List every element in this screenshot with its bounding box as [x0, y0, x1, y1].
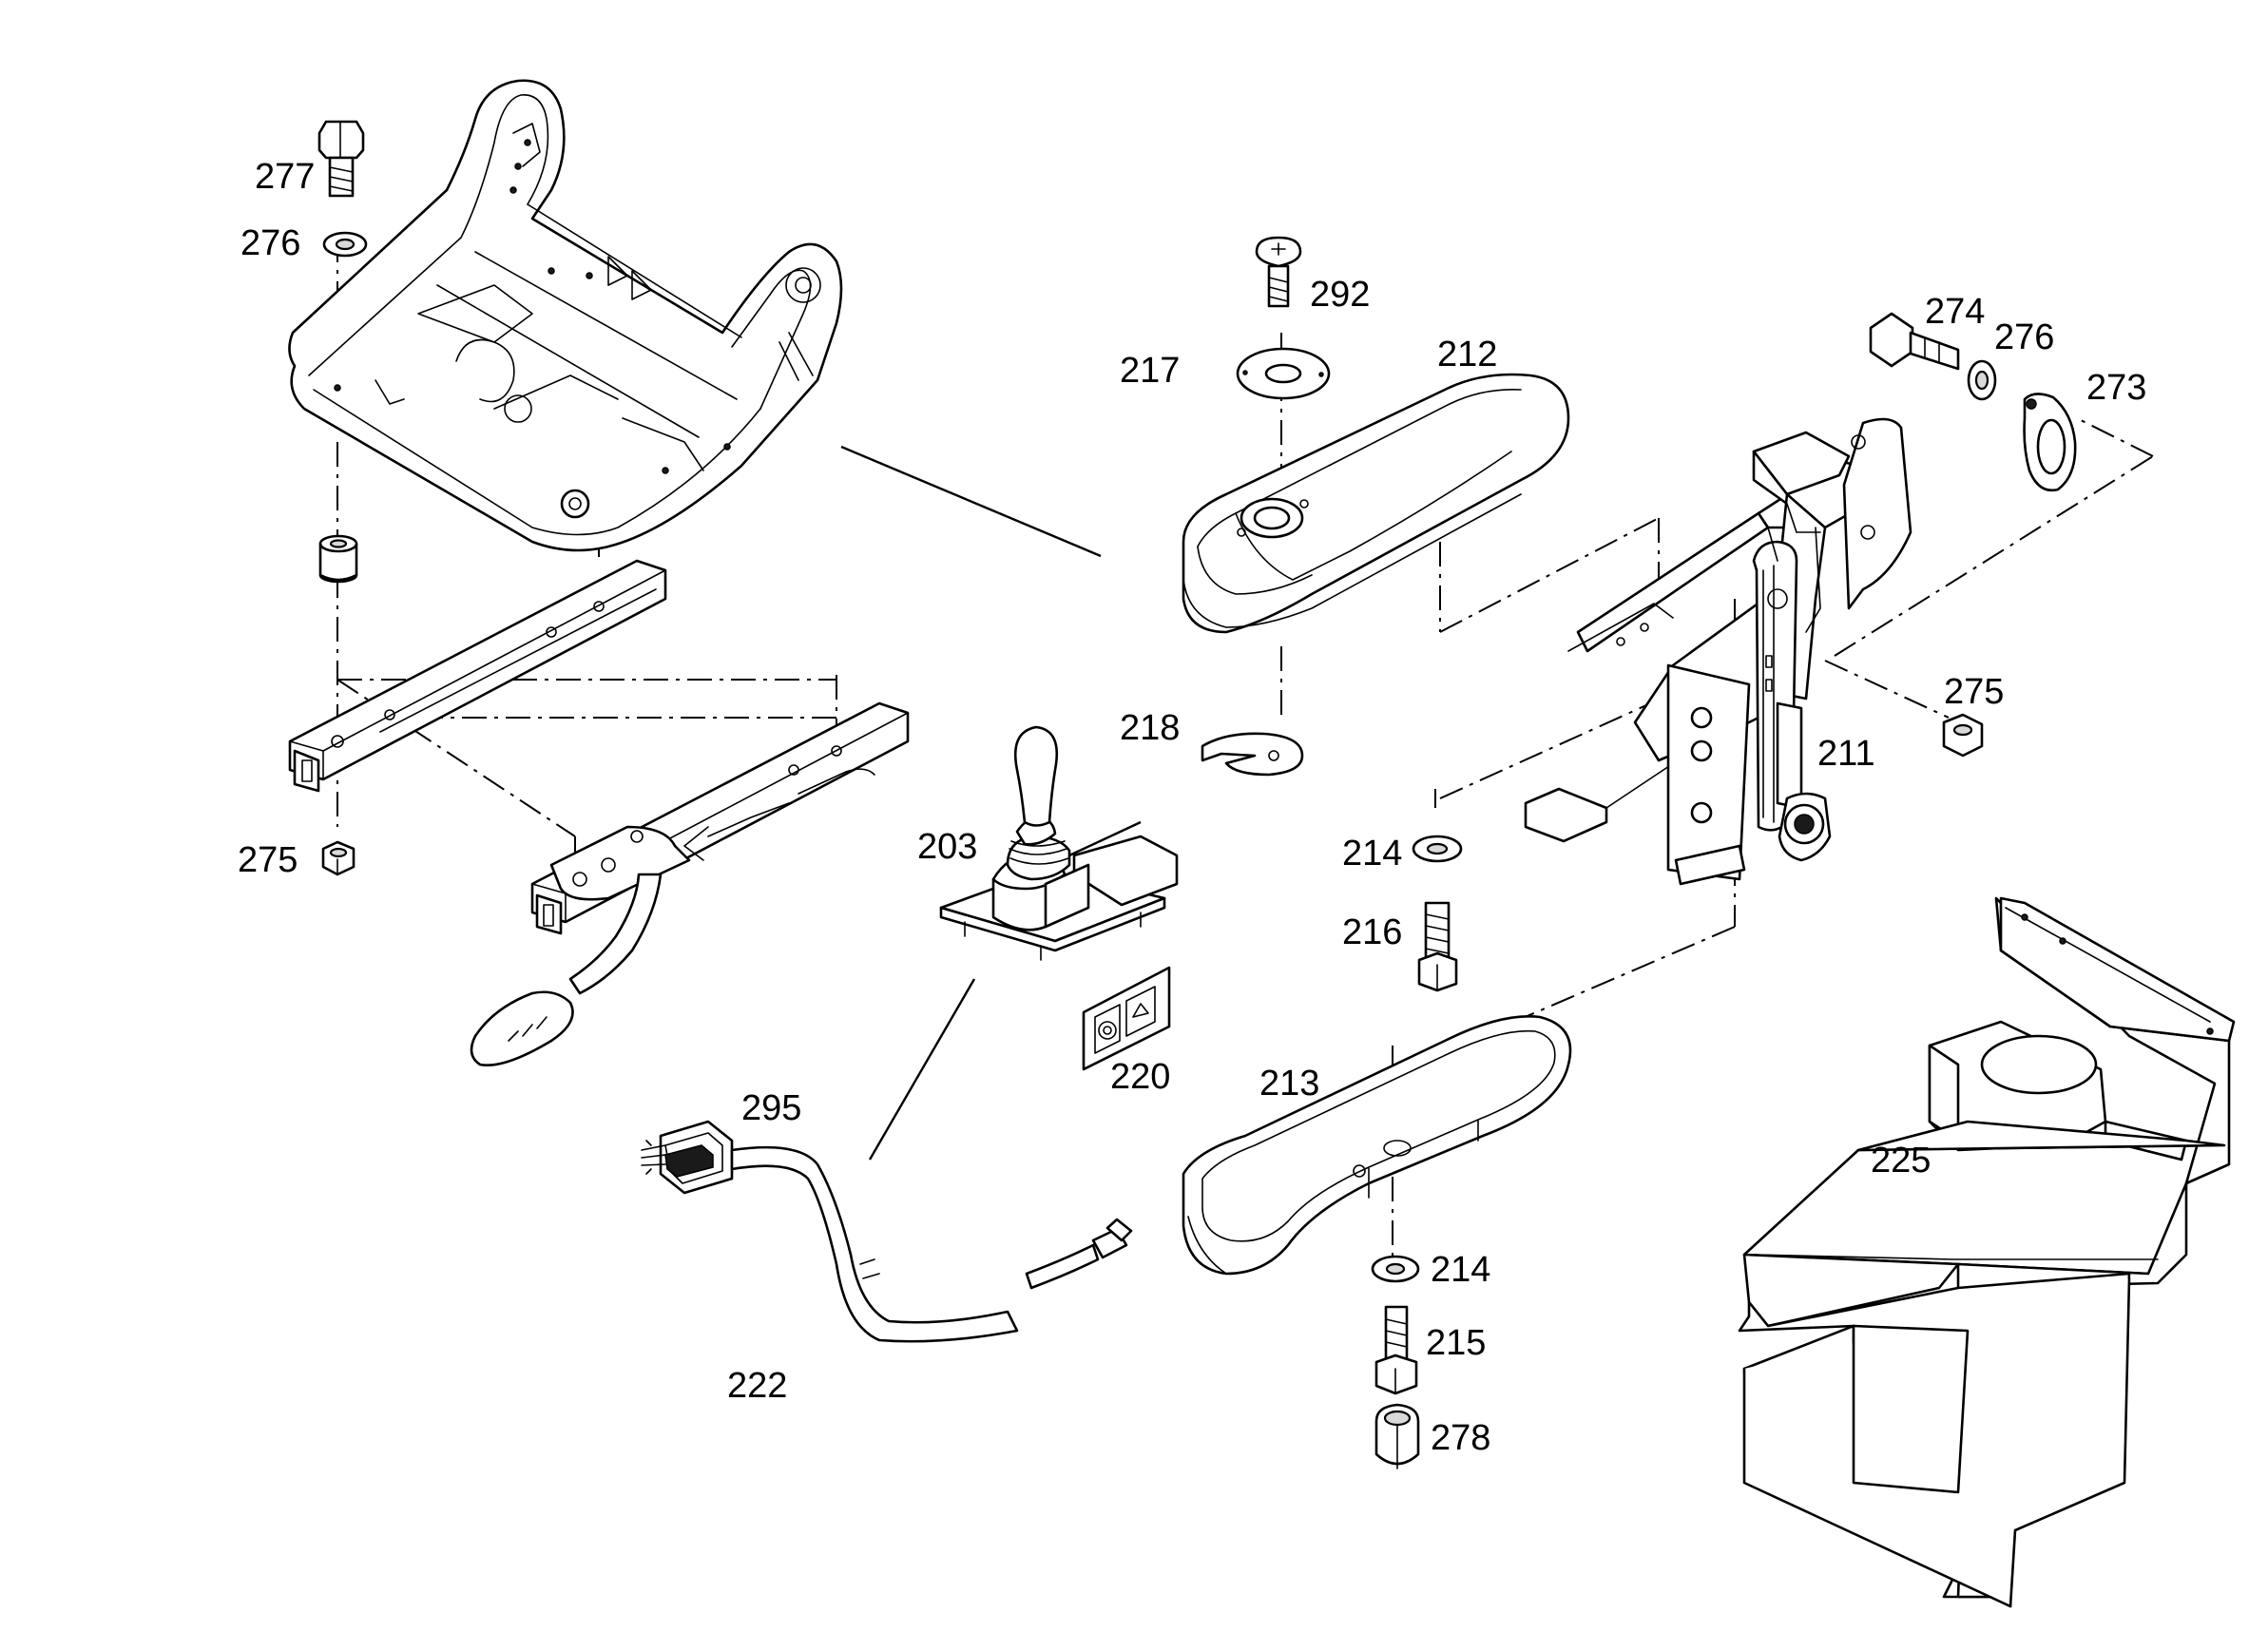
- screw-292-icon: [1255, 236, 1302, 308]
- callout-225: 225: [1871, 1141, 1931, 1181]
- seat-rail-left-icon: [288, 559, 667, 793]
- callout-labels: 277 276 275 292 217 212 218 203 220 295 …: [238, 157, 2146, 1458]
- callout-215: 215: [1426, 1323, 1486, 1363]
- nut-275-icon: [321, 840, 356, 876]
- washer-276b-icon: [1967, 359, 1997, 401]
- bolt-274-icon: [1869, 312, 1960, 371]
- cable-harness-222-icon: [641, 1120, 1133, 1343]
- washer-217-icon: [1236, 347, 1331, 400]
- cap-nut-278-icon: [1374, 1403, 1420, 1469]
- callout-273: 273: [2086, 368, 2146, 408]
- callout-222: 222: [727, 1366, 787, 1406]
- armrest-212-icon: [1182, 373, 1570, 634]
- callout-212: 212: [1437, 335, 1497, 374]
- console-225-icon: [1738, 896, 2236, 1608]
- callout-277: 277: [255, 157, 315, 197]
- callout-217: 217: [1120, 351, 1180, 391]
- callout-214: 214: [1342, 834, 1402, 873]
- clamp-273-icon: [2023, 393, 2077, 492]
- armrest-tray-213-icon: [1182, 1015, 1572, 1276]
- spacer-bushing-icon: [318, 534, 358, 584]
- callout-274: 274: [1925, 292, 1985, 332]
- seat-rail-right-icon: [470, 701, 910, 1066]
- callout-276: 276: [240, 223, 300, 263]
- bolt-215-icon: [1374, 1305, 1418, 1395]
- bolt-277-icon: [317, 120, 365, 198]
- callout-218: 218: [1120, 708, 1180, 748]
- callout-216: 216: [1342, 912, 1402, 952]
- callout-211: 211: [1817, 734, 1875, 774]
- callout-275: 275: [238, 840, 298, 880]
- callout-220: 220: [1110, 1057, 1170, 1097]
- nut-275b-icon: [1942, 713, 1984, 758]
- callout-295: 295: [741, 1088, 801, 1128]
- clip-218-icon: [1201, 732, 1304, 777]
- washer-214b-icon: [1371, 1255, 1420, 1283]
- arm-bracket-211-icon: [1524, 417, 1912, 886]
- washer-276-icon: [322, 231, 368, 258]
- washer-214-icon: [1412, 835, 1463, 863]
- callout-278: 278: [1431, 1418, 1490, 1458]
- callout-292: 292: [1310, 275, 1370, 315]
- seat-frame-icon: [288, 79, 843, 552]
- callout-275-right: 275: [1944, 672, 2004, 712]
- callout-203: 203: [917, 827, 977, 867]
- callout-214-lower: 214: [1431, 1250, 1490, 1290]
- bolt-216-icon: [1417, 901, 1458, 992]
- label-plate-220-icon: [1082, 966, 1171, 1071]
- callout-276-right: 276: [1994, 317, 2054, 357]
- callout-213: 213: [1259, 1064, 1319, 1104]
- joystick-203-icon: [939, 725, 1179, 961]
- leader-lines: [840, 445, 1142, 1161]
